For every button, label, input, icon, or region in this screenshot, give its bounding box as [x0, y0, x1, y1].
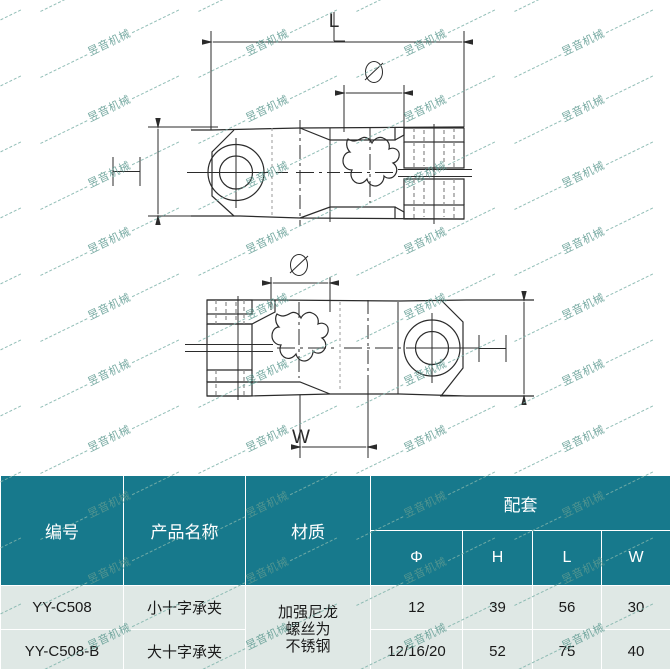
dim-phi-top	[335, 61, 413, 135]
screw-assembly-top	[394, 124, 465, 224]
material-line-1: 加强尼龙	[277, 602, 338, 621]
technical-drawing-area: L W	[112, 11, 534, 458]
cell-w: 30	[601, 585, 670, 630]
table-header-row-2: Φ H L W	[1, 530, 670, 586]
technical-drawing-svg: L W	[112, 11, 534, 458]
section-lines-bottom	[339, 300, 399, 398]
col-header-h: H	[462, 530, 533, 586]
material-line-2: 螺丝为	[285, 619, 331, 638]
knurled-knob-top	[342, 127, 400, 203]
table-head: 编号 产品名称 材质 配套 Φ H L W	[0, 475, 670, 586]
cell-h: 52	[462, 629, 533, 669]
table-header-row-1: 编号 产品名称 材质 配套	[0, 475, 670, 586]
table-row: YY-C508 小十字承夹 加强尼龙 螺丝为 不锈钢 12 39 56 30	[0, 585, 670, 669]
cell-material: 加强尼龙 螺丝为 不锈钢	[245, 585, 371, 669]
cell-phi: 12	[370, 585, 463, 630]
col-header-l: L	[532, 530, 602, 586]
col-header-phi: Φ	[370, 530, 463, 586]
centerline-top	[187, 169, 472, 177]
bottom-view-group	[185, 254, 534, 458]
cell-code: YY-C508-B	[0, 629, 124, 669]
cell-product-name: 小十字承夹	[123, 585, 246, 630]
dim-phi-bottom	[262, 254, 339, 312]
cell-product-name: 大十字承夹	[123, 629, 246, 669]
dim-H-top	[112, 118, 220, 225]
cell-code: YY-C508	[0, 585, 124, 630]
table-row: YY-C508-B 大十字承夹 12/16/20 52 75 40	[0, 629, 670, 669]
cell-h: 39	[462, 585, 533, 630]
cell-l: 75	[532, 629, 602, 669]
table-body: YY-C508 小十字承夹 加强尼龙 螺丝为 不锈钢 12 39 56 30 Y…	[0, 585, 670, 669]
col-header-product-name: 产品名称	[123, 475, 246, 586]
dim-L	[202, 12, 473, 130]
col-header-group-accessories: 配套	[370, 475, 670, 531]
knurled-knob-bottom	[271, 302, 329, 378]
col-header-material: 材质	[245, 475, 371, 586]
col-header-w: W	[601, 530, 670, 586]
screw-assembly-bottom	[206, 296, 253, 400]
dim-label-W: W	[292, 427, 310, 448]
cell-phi: 12/16/20	[370, 629, 463, 669]
dim-label-L: L	[329, 11, 340, 32]
top-view-group	[112, 12, 473, 226]
dim-W-bottom	[291, 388, 377, 458]
col-header-code: 编号	[0, 475, 124, 586]
specification-table: 编号 产品名称 材质 配套 Φ H L W YY-C508 小十字承夹 加强尼龙…	[0, 475, 670, 669]
cell-l: 56	[532, 585, 602, 630]
cell-w: 40	[601, 629, 670, 669]
centerline-bottom	[185, 344, 480, 352]
dimension-labels: L W	[292, 11, 339, 448]
material-line-3: 不锈钢	[285, 637, 331, 656]
